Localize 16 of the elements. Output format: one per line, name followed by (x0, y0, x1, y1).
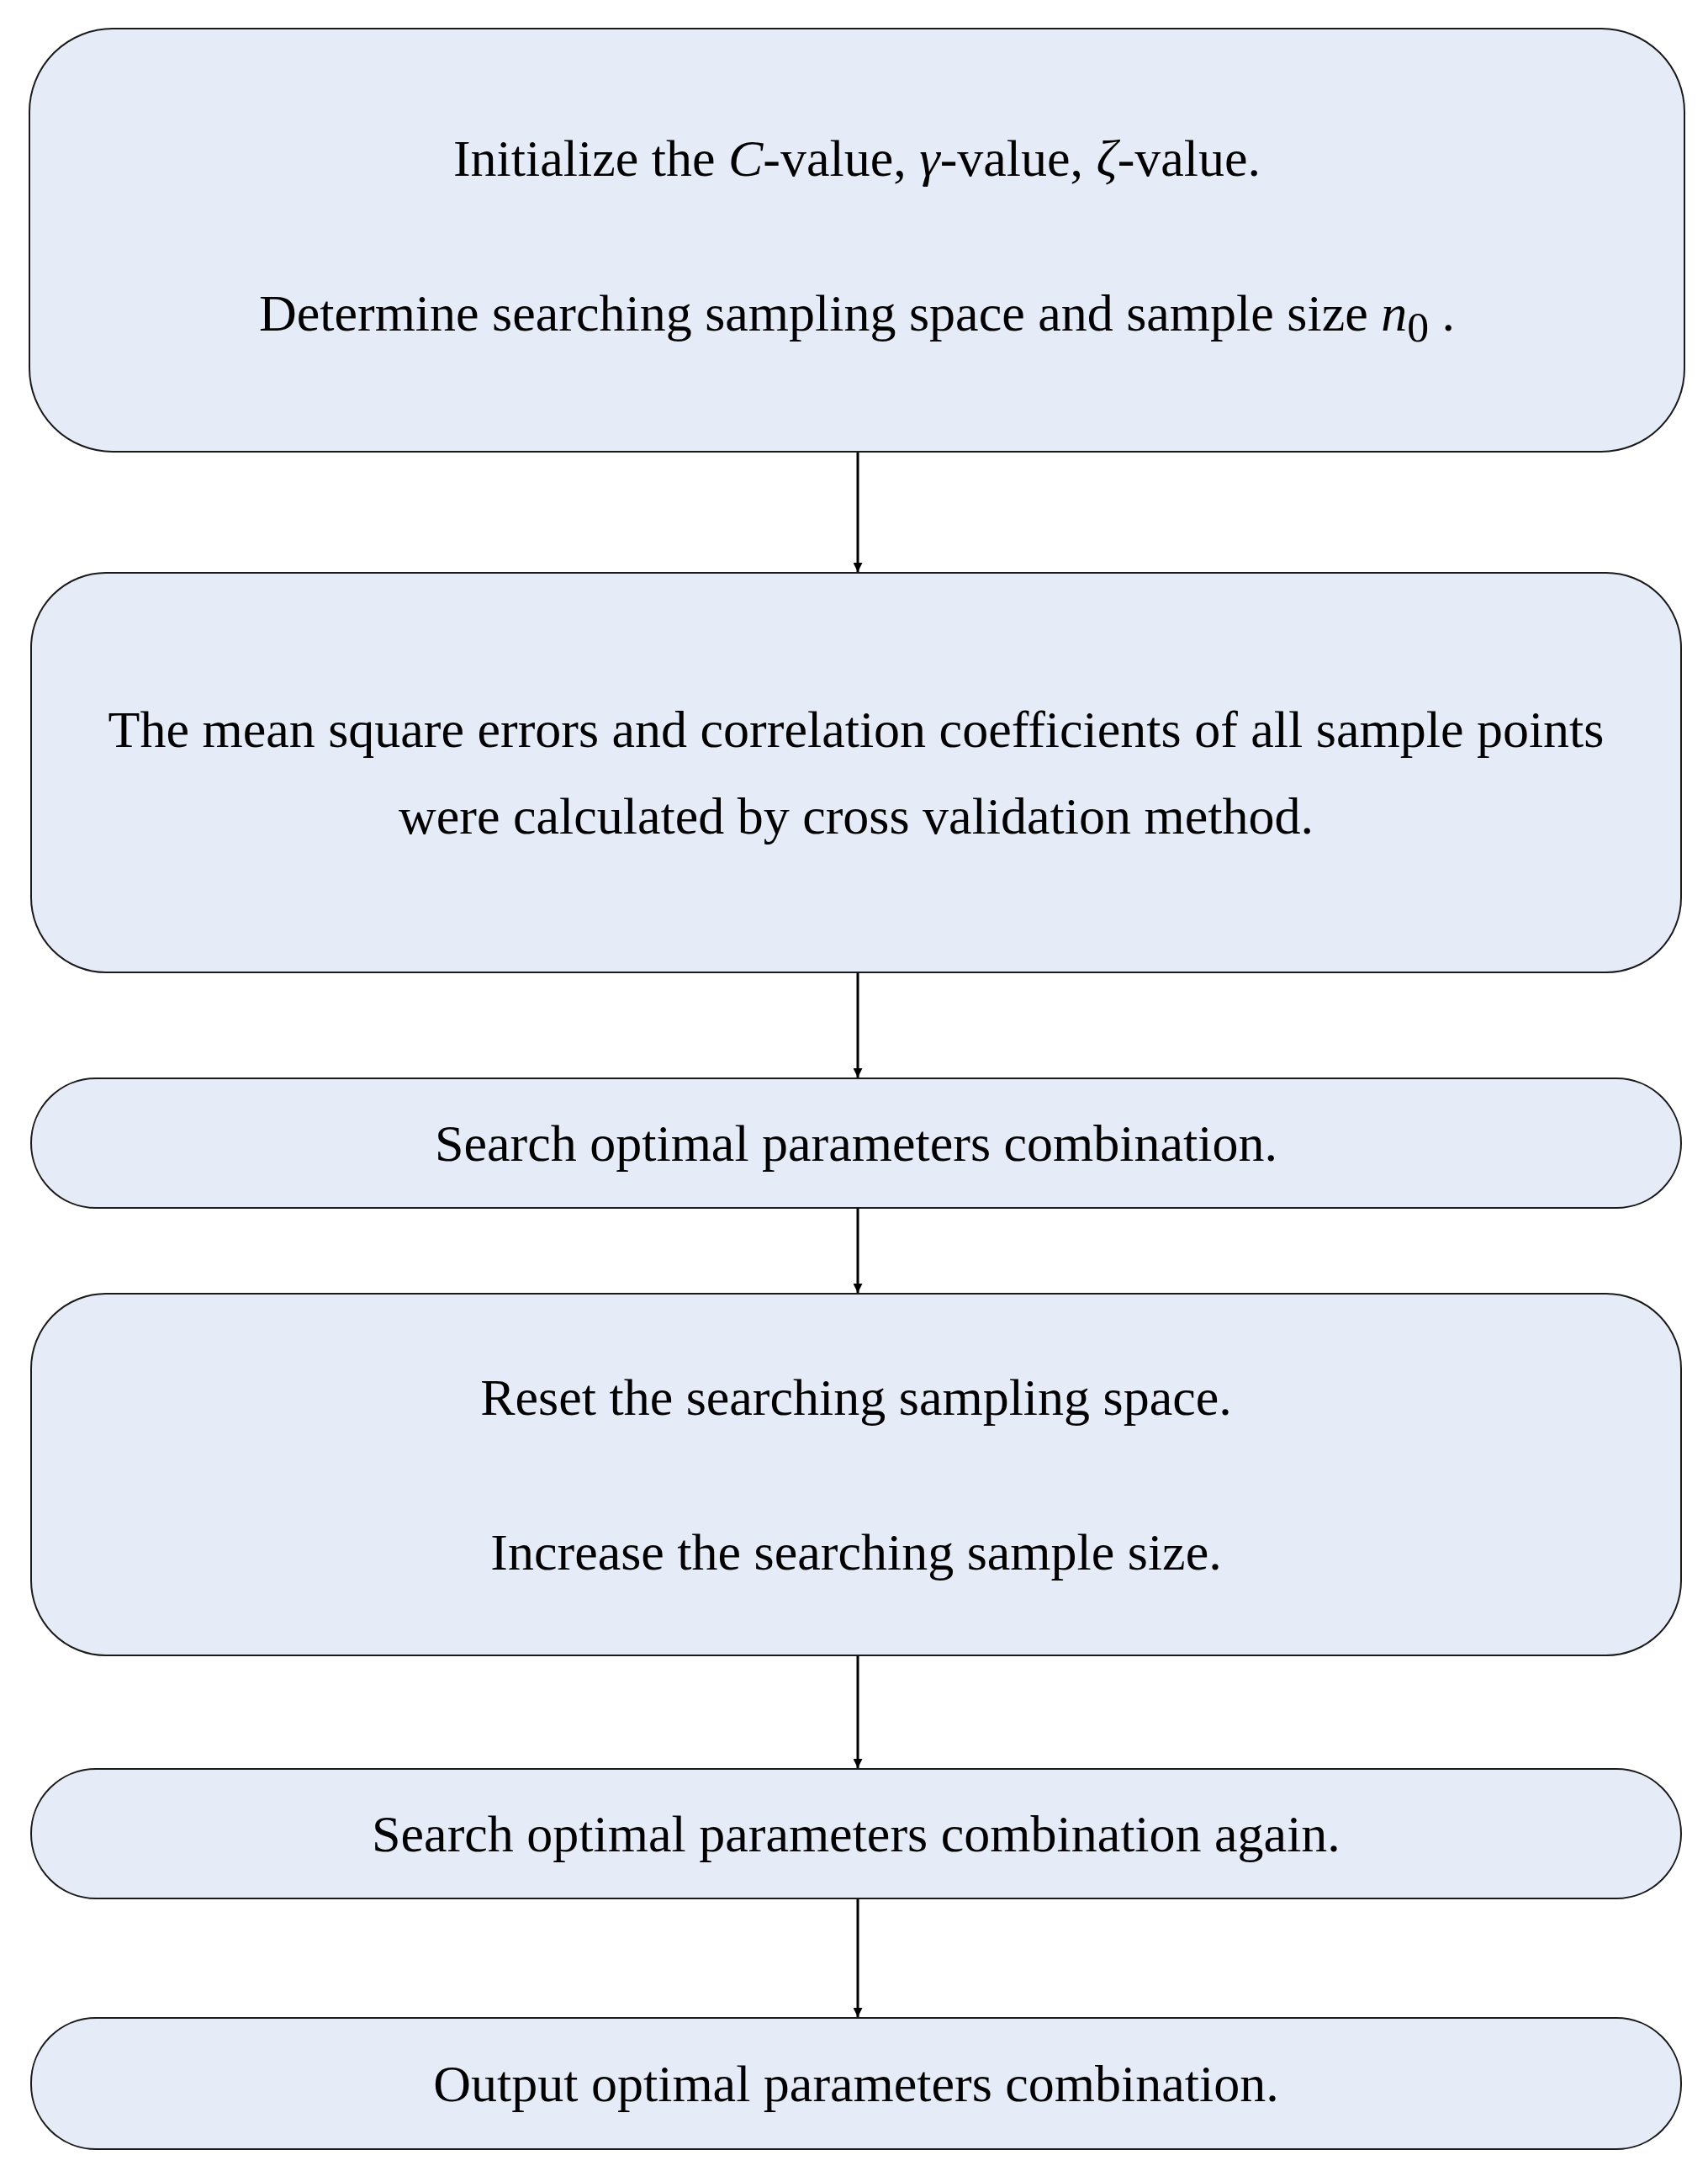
process-box (30, 1293, 1682, 1656)
step-text: Increase the searching sample size. (490, 1522, 1222, 1582)
step-text: The mean square errors and correlation coefficients of all sample points were calculated by cross validation method. (107, 700, 1605, 846)
step-text: Initialize the C-value, γ-value, ζ-value. (452, 128, 1261, 188)
step-text: Search optimal parameters combination. (435, 1113, 1277, 1173)
arrow (853, 1209, 863, 1293)
process-box (29, 28, 1685, 453)
step-text: Output optimal parameters combination. (433, 2053, 1279, 2114)
process-box (30, 572, 1682, 973)
arrow (853, 1899, 863, 2017)
arrow (853, 1656, 863, 1768)
arrow (853, 973, 863, 1078)
arrow (853, 453, 863, 572)
step-text: Search optimal parameters combination again. (372, 1803, 1340, 1864)
step-text: Reset the searching sampling space. (480, 1367, 1232, 1427)
step-text: Determine searching sampling space and sample size n$_{0}$ . (258, 283, 1456, 353)
